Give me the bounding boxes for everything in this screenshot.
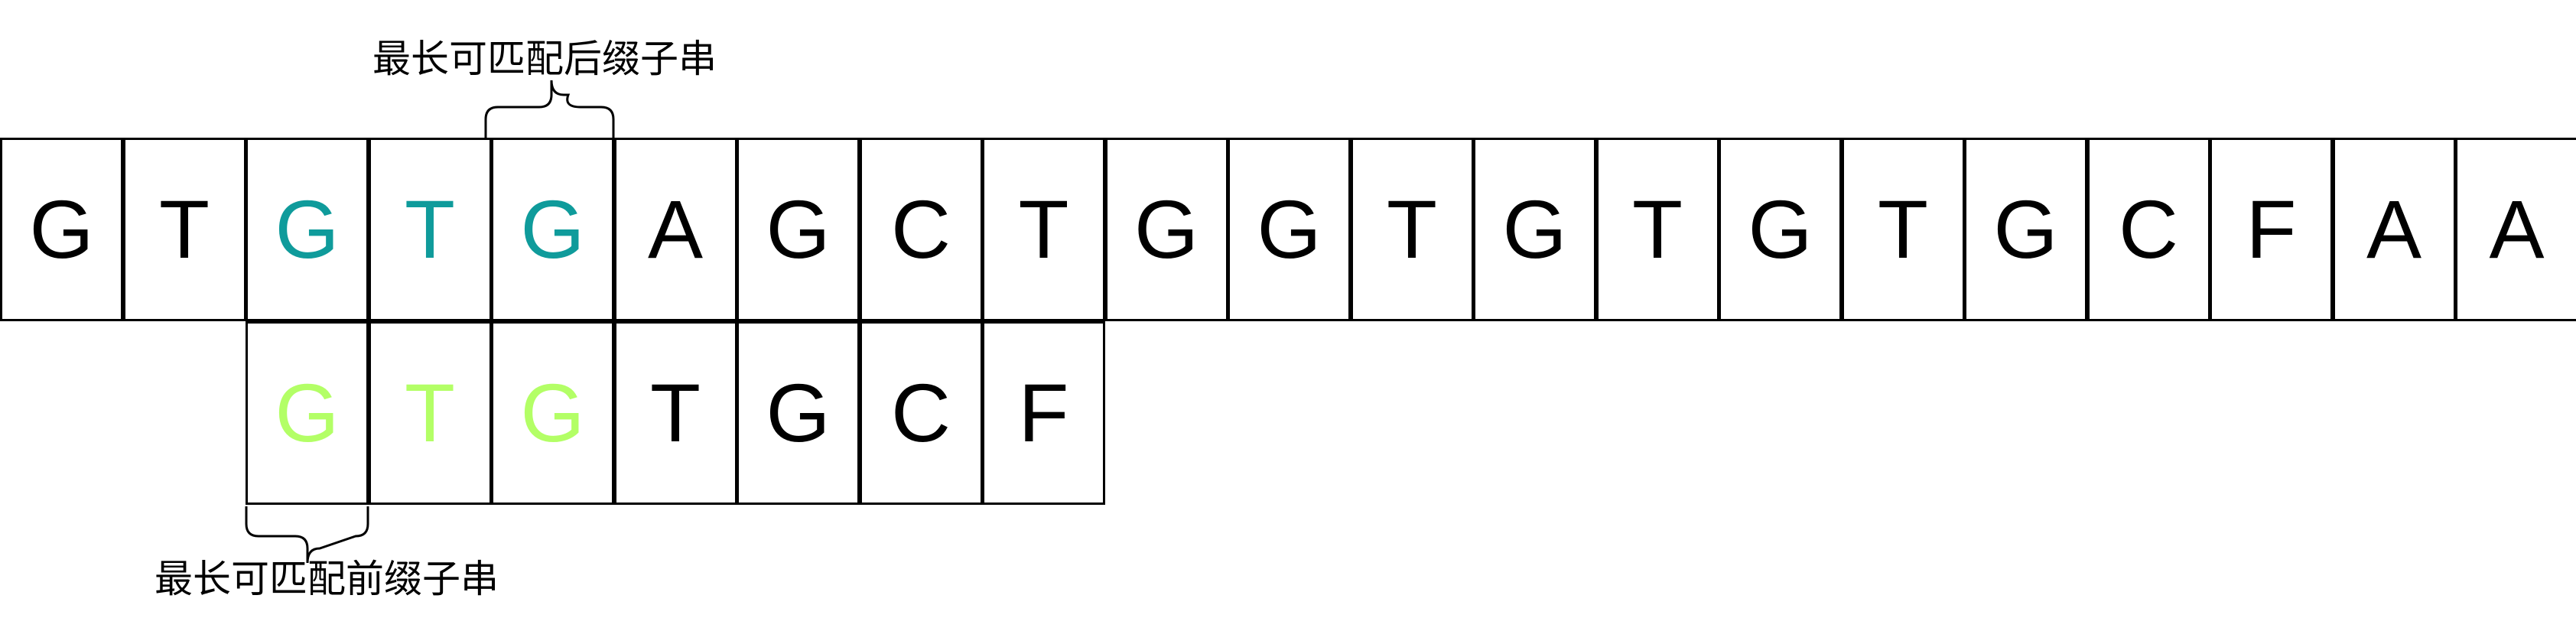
- main-string-cell: A: [2455, 138, 2576, 321]
- pattern-string-cell: T: [368, 321, 492, 505]
- main-string-cell: T: [368, 138, 492, 321]
- main-string-cell: G: [1964, 138, 2087, 321]
- main-string-cell: C: [2086, 138, 2210, 321]
- pattern-string-cell: T: [613, 321, 737, 505]
- main-string-cell: G: [1473, 138, 1596, 321]
- main-string-cell: G: [1104, 138, 1228, 321]
- main-string-cell: G: [0, 138, 123, 321]
- main-string-cell: C: [859, 138, 983, 321]
- suffix-brace: [484, 80, 615, 138]
- main-string-cell: T: [1841, 138, 1965, 321]
- main-string-cell: G: [1719, 138, 1842, 321]
- main-string-cell: T: [122, 138, 246, 321]
- main-string-cell: T: [1595, 138, 1719, 321]
- main-string-cell: T: [1350, 138, 1474, 321]
- main-string-cell: A: [613, 138, 737, 321]
- pattern-string-cell: C: [859, 321, 983, 505]
- main-string-cell: T: [982, 138, 1105, 321]
- main-string-cell: G: [737, 138, 860, 321]
- suffix-label: 最长可匹配后缀子串: [372, 37, 717, 81]
- main-string-cell: G: [1228, 138, 1351, 321]
- pattern-string-cell: G: [491, 321, 614, 505]
- main-string-cell: A: [2332, 138, 2456, 321]
- pattern-string-cell: G: [737, 321, 860, 505]
- prefix-brace: [245, 506, 369, 564]
- prefix-label: 最长可匹配前缀子串: [154, 557, 499, 601]
- pattern-string-cell: F: [982, 321, 1105, 505]
- main-string-cell: G: [246, 138, 369, 321]
- main-string-cell: F: [2210, 138, 2333, 321]
- pattern-string-cell: G: [246, 321, 369, 505]
- main-string-cell: G: [491, 138, 614, 321]
